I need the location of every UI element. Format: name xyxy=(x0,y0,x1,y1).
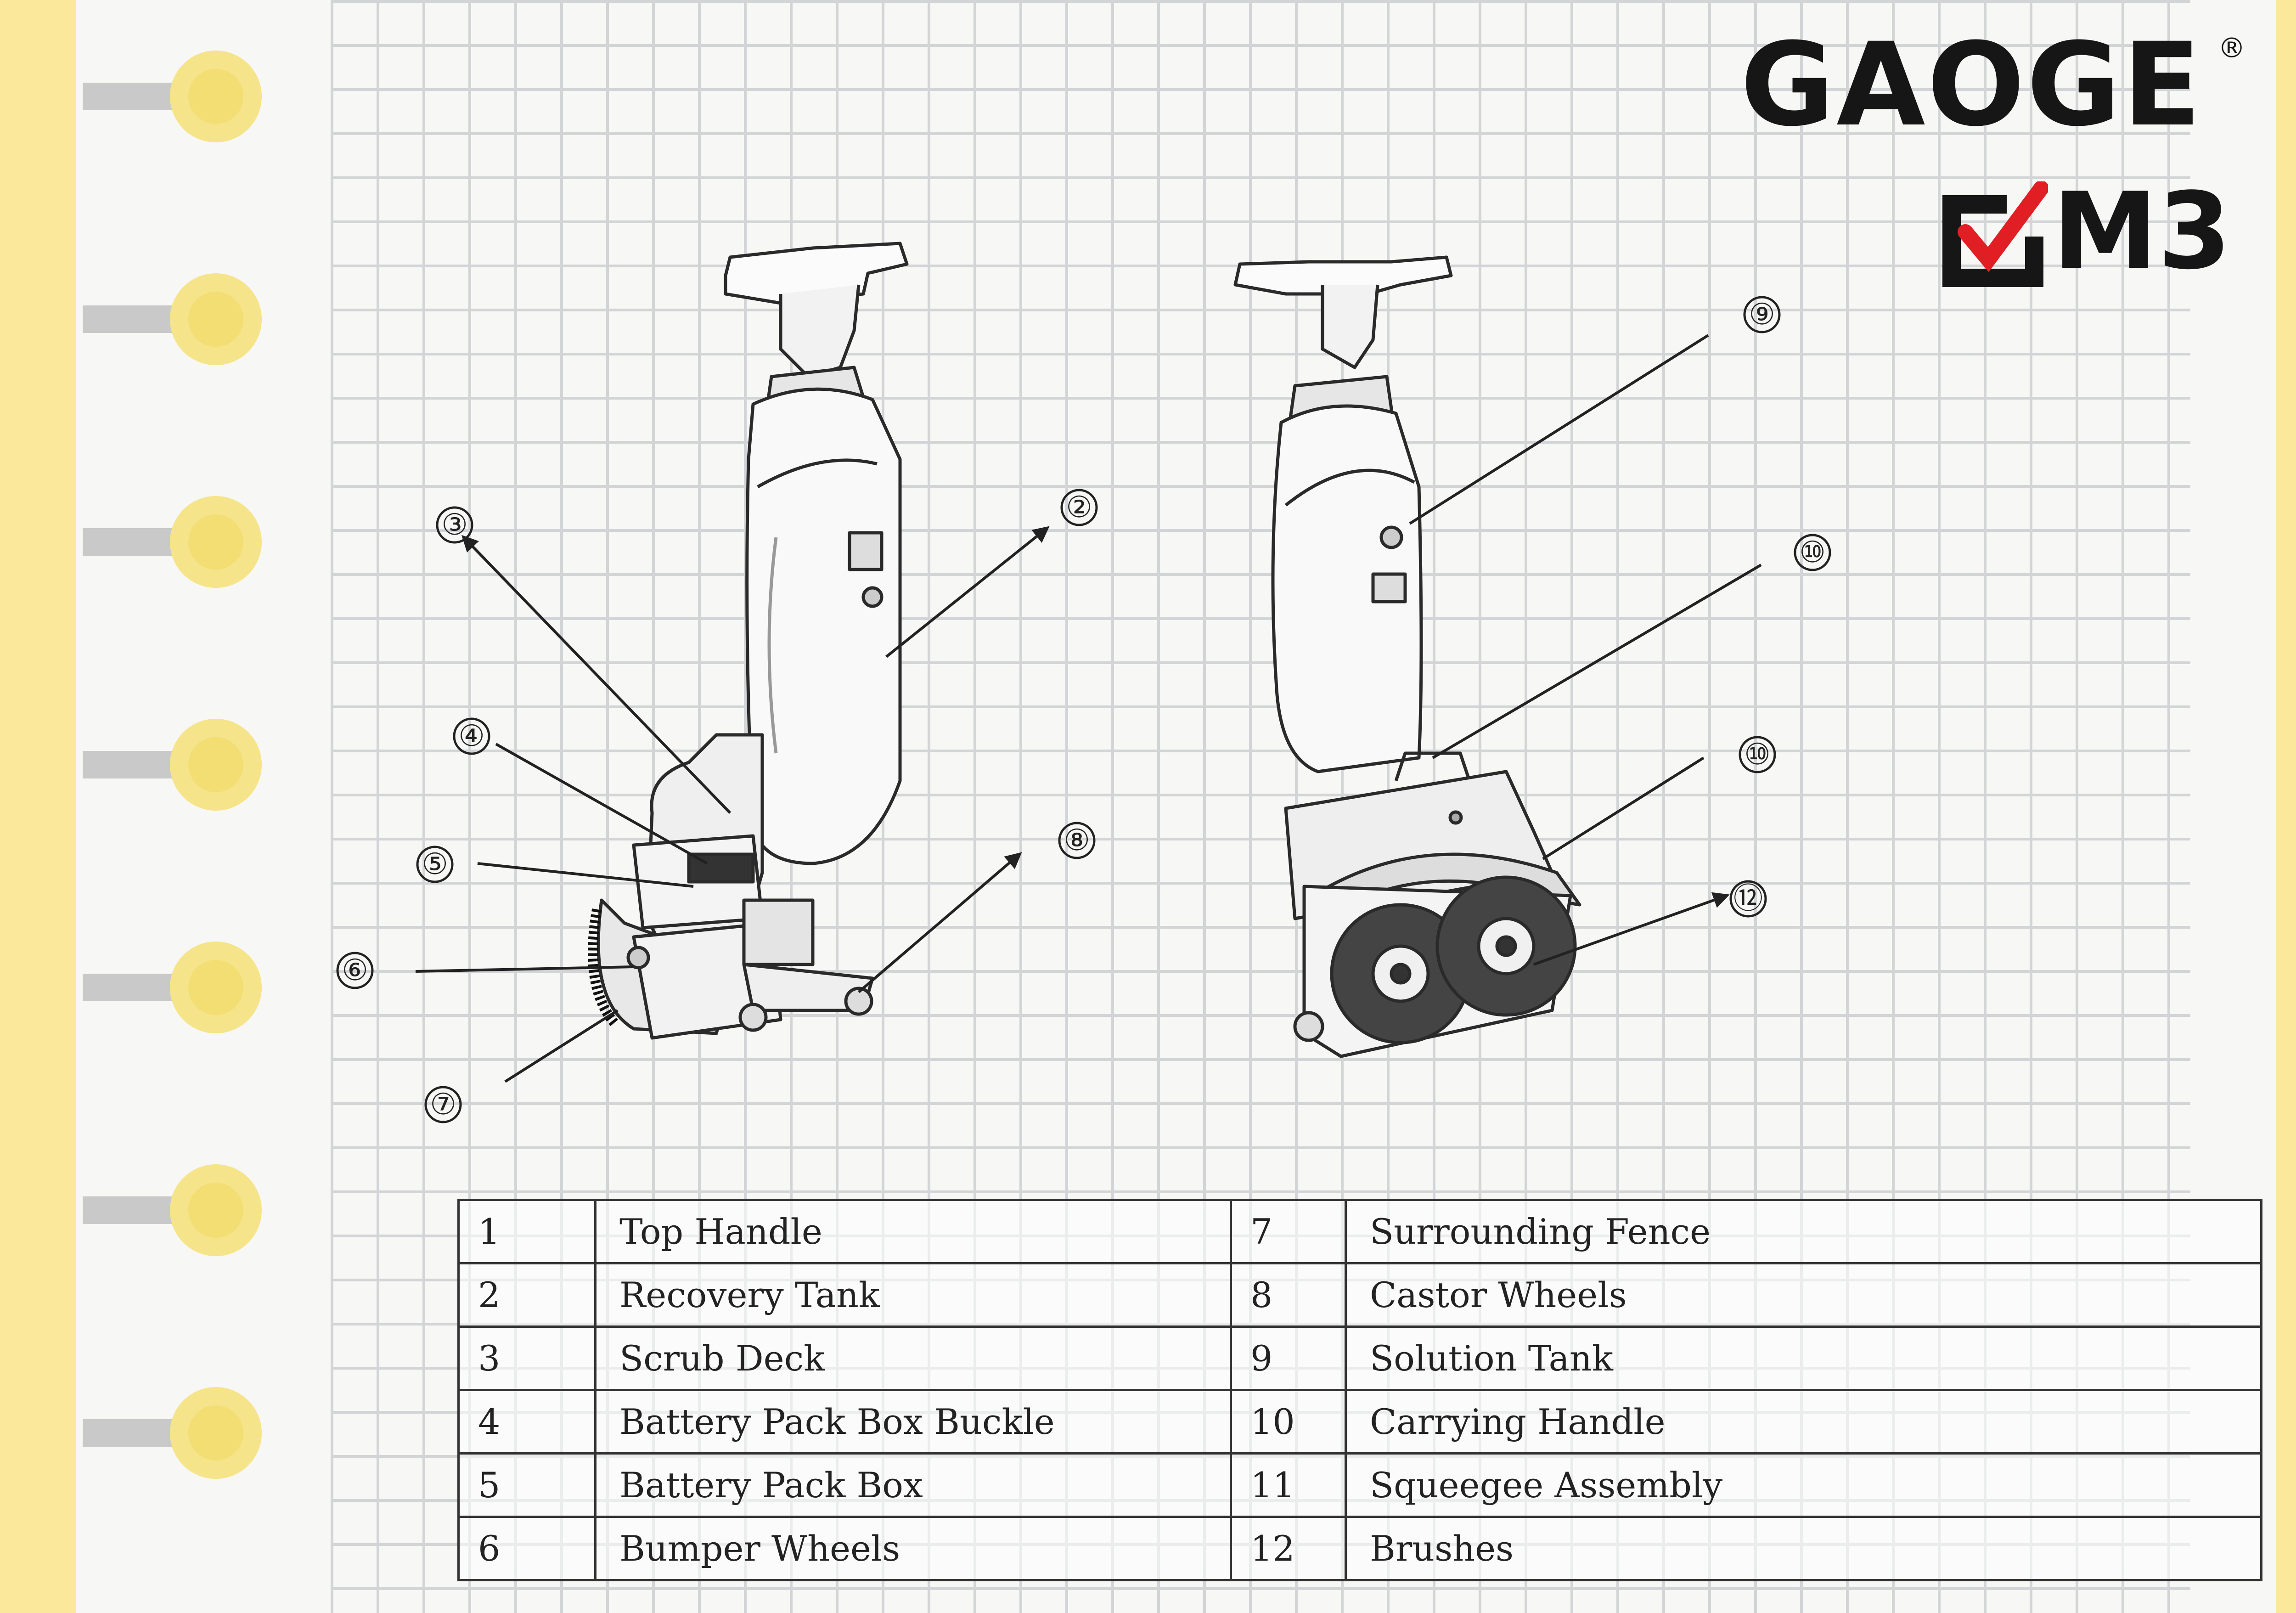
leader-lines xyxy=(415,334,1762,1083)
leader-9 xyxy=(1409,334,1709,525)
binding-ring-1 xyxy=(83,51,262,142)
callout-7: ⑦ xyxy=(424,1086,462,1123)
svg-text:⑨: ⑨ xyxy=(1749,298,1775,332)
table-row: 5 Battery Pack Box 11 Squeegee Assembly xyxy=(457,1452,2262,1518)
part-number: 11 xyxy=(1230,1452,1347,1518)
part-number: 1 xyxy=(457,1199,597,1264)
leader-6 xyxy=(415,965,634,973)
part-number: 10 xyxy=(1230,1389,1347,1455)
table-row: 1 Top Handle 7 Surrounding Fence xyxy=(457,1199,2262,1264)
callout-10b: ⑩ xyxy=(1739,736,1776,773)
part-number: 7 xyxy=(1230,1199,1347,1264)
model-badge: M3 xyxy=(2053,170,2231,293)
castor-wheel xyxy=(738,1003,768,1032)
part-number: 2 xyxy=(457,1262,597,1328)
leader-2 xyxy=(885,526,1050,658)
bumper-wheel xyxy=(626,946,650,970)
part-number: 8 xyxy=(1230,1262,1347,1328)
check-box-icon xyxy=(1942,181,2048,287)
scrubber-front-view xyxy=(588,242,909,1040)
solution-tank xyxy=(1271,404,1423,773)
leader-12 xyxy=(1533,892,1730,966)
callout-9: ⑨ xyxy=(1743,296,1781,333)
svg-text:⑫: ⑫ xyxy=(1733,882,1763,916)
leader-10b xyxy=(1542,756,1705,860)
parts-list-table: 1 Top Handle 7 Surrounding Fence 2 Recov… xyxy=(457,1199,2262,1581)
svg-text:⑩: ⑩ xyxy=(1799,536,1825,570)
callout-8: ⑧ xyxy=(1058,822,1096,859)
part-name: Carrying Handle xyxy=(1345,1389,2262,1455)
carrying-handle xyxy=(1394,751,1471,782)
part-number: 5 xyxy=(457,1452,597,1518)
callout-3: ③ xyxy=(436,506,473,544)
scrubber-rear-view xyxy=(1233,255,1581,1058)
part-name: Top Handle xyxy=(594,1199,1232,1264)
part-number: 12 xyxy=(1230,1516,1347,1581)
castor-wheel xyxy=(844,987,873,1016)
callout-labels: ② ③ ④ ⑤ ⑥ ⑦ ⑧ ⑨ ⑩ ⑩ ⑫ xyxy=(336,296,1831,1123)
part-name: Battery Pack Box Buckle xyxy=(594,1389,1232,1455)
part-name: Surrounding Fence xyxy=(1345,1199,2262,1264)
part-number: 3 xyxy=(457,1325,597,1391)
callout-10a: ⑩ xyxy=(1794,534,1831,571)
svg-text:⑦: ⑦ xyxy=(430,1088,456,1122)
binding-ring-6 xyxy=(83,1164,262,1256)
leader-7 xyxy=(504,1009,619,1083)
recovery-tank xyxy=(745,387,902,865)
table-row: 4 Battery Pack Box Buckle 10 Carrying Ha… xyxy=(457,1389,2262,1455)
svg-text:④: ④ xyxy=(458,719,484,753)
table-row: 2 Recovery Tank 8 Castor Wheels xyxy=(457,1262,2262,1328)
leader-4 xyxy=(495,743,708,865)
part-number: 9 xyxy=(1230,1325,1347,1391)
leader-10a xyxy=(1432,564,1762,759)
registered-mark: ® xyxy=(2218,32,2245,64)
svg-text:⑤: ⑤ xyxy=(422,847,448,881)
leader-5 xyxy=(477,862,694,888)
callout-4: ④ xyxy=(453,717,490,755)
part-name: Squeegee Assembly xyxy=(1345,1452,2262,1518)
binding-ring-4 xyxy=(83,719,262,811)
bumper-wheel-rear xyxy=(1293,1011,1324,1042)
table-row: 3 Scrub Deck 9 Solution Tank xyxy=(457,1325,2262,1391)
top-handle xyxy=(724,242,909,305)
part-number: 4 xyxy=(457,1389,597,1455)
callout-2: ② xyxy=(1060,489,1098,526)
part-number: 6 xyxy=(457,1516,597,1581)
part-name: Bumper Wheels xyxy=(594,1516,1232,1581)
binding-ring-5 xyxy=(83,942,262,1033)
brand-logo: GAOGE xyxy=(1740,18,2203,152)
svg-text:⑩: ⑩ xyxy=(1744,738,1770,772)
part-name: Scrub Deck xyxy=(594,1325,1232,1391)
part-name: Recovery Tank xyxy=(594,1262,1232,1328)
callout-12: ⑫ xyxy=(1729,880,1767,918)
binding-ring-2 xyxy=(83,273,262,365)
callout-6: ⑥ xyxy=(336,952,374,989)
leader-8 xyxy=(858,852,1022,993)
table-row: 6 Bumper Wheels 12 Brushes xyxy=(457,1516,2262,1581)
svg-text:⑥: ⑥ xyxy=(342,953,368,987)
binding-ring-3 xyxy=(83,496,262,588)
notebook-binding xyxy=(83,51,262,1479)
svg-text:⑧: ⑧ xyxy=(1064,823,1090,857)
leader-3 xyxy=(461,535,732,814)
binding-ring-7 xyxy=(83,1387,262,1479)
svg-text:②: ② xyxy=(1066,491,1092,525)
callout-5: ⑤ xyxy=(416,846,454,883)
part-name: Battery Pack Box xyxy=(594,1452,1232,1518)
part-name: Castor Wheels xyxy=(1345,1262,2262,1328)
part-name: Solution Tank xyxy=(1345,1325,2262,1391)
svg-text:③: ③ xyxy=(441,508,467,542)
part-name: Brushes xyxy=(1345,1516,2262,1581)
